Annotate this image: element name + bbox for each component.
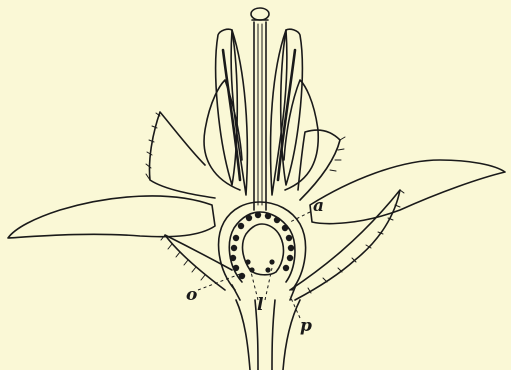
sepal-upper-right	[298, 130, 340, 200]
label-o: o	[186, 287, 197, 304]
petal-right	[310, 160, 505, 224]
ovary-cavity	[243, 224, 284, 275]
sepal-lower-left	[165, 235, 232, 290]
style-column	[251, 8, 269, 210]
label-p: p	[300, 318, 312, 335]
label-a: a	[313, 198, 324, 215]
sepal-lower-right	[290, 190, 400, 300]
petal-left	[8, 196, 215, 238]
ovary-inner-wall	[229, 212, 295, 282]
stem	[236, 300, 300, 370]
label-l: l	[257, 297, 263, 314]
